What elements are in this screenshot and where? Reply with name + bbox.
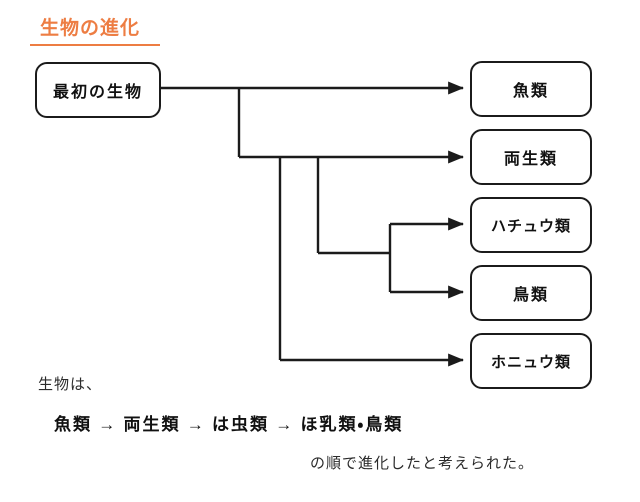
node-leaf-amphibian[interactable]: 両生類 xyxy=(470,129,592,185)
node-leaf-bird[interactable]: 鳥類 xyxy=(470,265,592,321)
node-leaf-reptile[interactable]: ハチュウ類 xyxy=(470,197,592,253)
node-leaf-mammal-label: ホニュウ類 xyxy=(490,354,571,371)
node-leaf-mammal[interactable]: ホニュウ類 xyxy=(470,333,592,389)
node-leaf-fish[interactable]: 魚類 xyxy=(470,61,592,117)
page-title: 生物の進化 xyxy=(40,18,141,39)
slide-title-block: 生物の進化 xyxy=(30,18,230,46)
node-leaf-reptile-label: ハチュウ類 xyxy=(490,218,571,235)
node-root-label: 最初の生物 xyxy=(52,84,143,101)
title-underline-rule xyxy=(30,43,160,46)
evolution-sequence-line: 魚類 → 両生類 → は虫類 → ほ乳類・鳥類 xyxy=(54,415,404,434)
node-leaf-bird-label: 鳥類 xyxy=(512,287,549,304)
node-root-first-organism[interactable]: 最初の生物 xyxy=(35,62,161,118)
node-leaf-amphibian-label: 両生類 xyxy=(503,151,558,168)
summary-line-1: 生物は、 xyxy=(38,377,103,393)
node-leaf-fish-label: 魚類 xyxy=(512,83,549,100)
summary-line-3: の順で進化したと考えられた。 xyxy=(310,456,535,472)
